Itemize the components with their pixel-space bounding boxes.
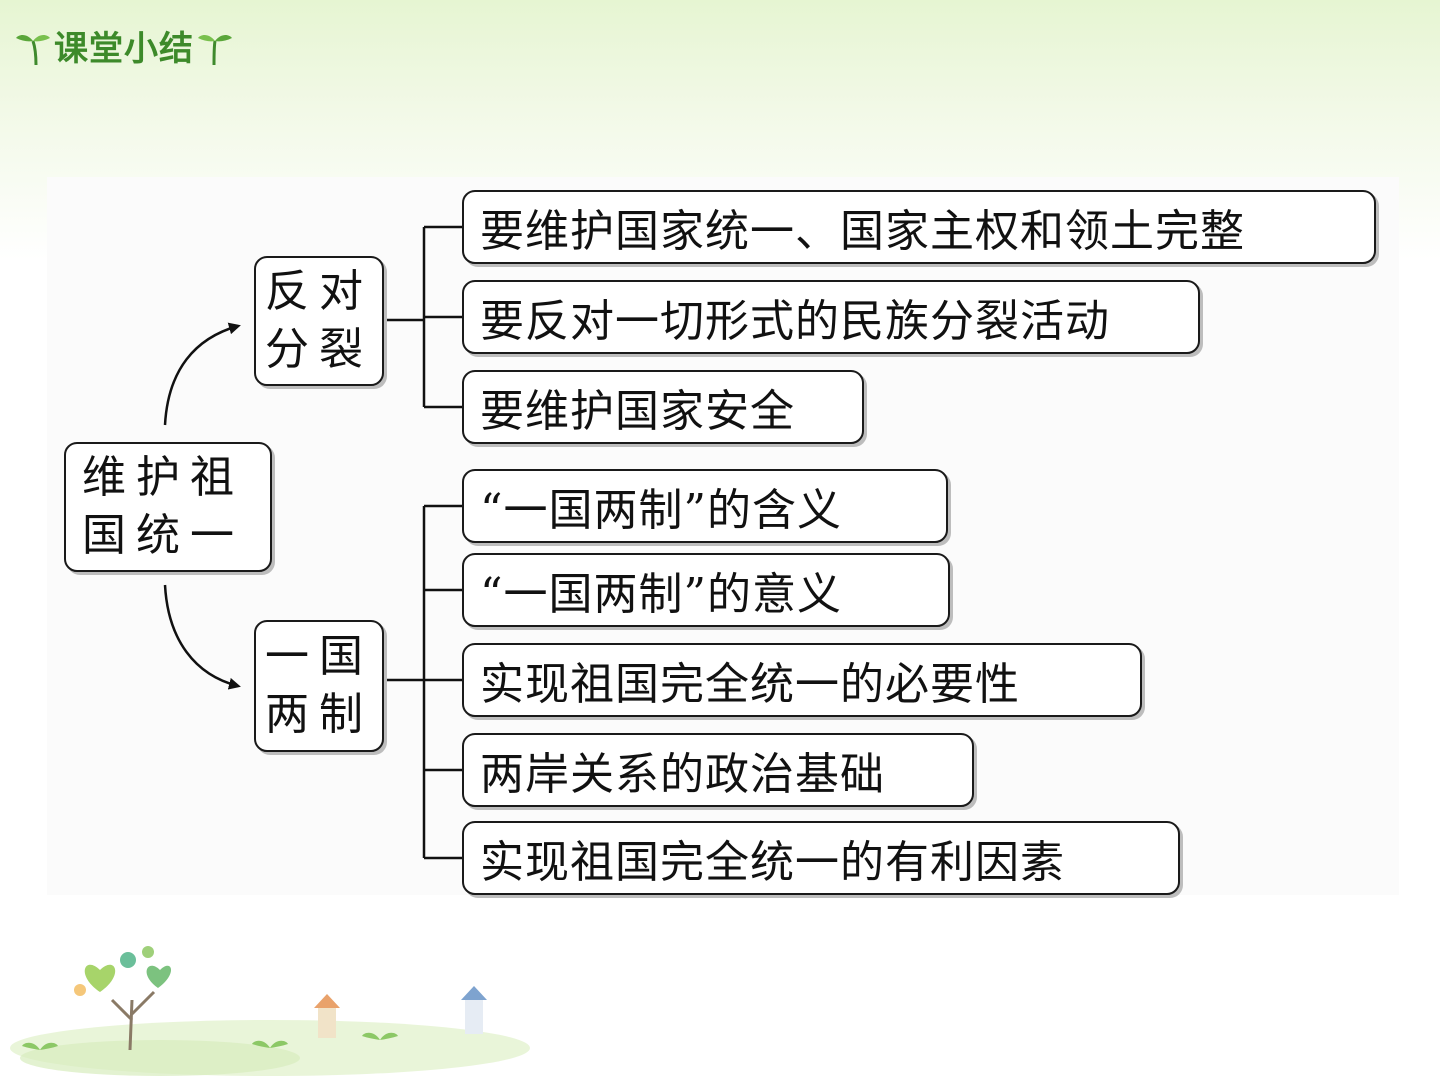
leaf-node: “一国两制”的意义 <box>462 553 950 627</box>
house-icon <box>314 986 487 1038</box>
branch-node-anti-separation: 反对 分裂 <box>254 256 384 386</box>
root-node: 维护祖 国统一 <box>64 442 272 572</box>
slide-title: 课堂小结 <box>54 29 194 69</box>
decorative-scenery <box>10 946 530 1076</box>
branch-node-one-country-two-systems: 一国 两制 <box>254 620 384 752</box>
leaf-node: 实现祖国完全统一的有利因素 <box>462 821 1180 895</box>
root-line-1: 维护祖 <box>82 452 244 503</box>
sprout-icon <box>16 34 50 66</box>
branch-line-2: 两制 <box>265 689 373 740</box>
leaf-node: 要维护国家安全 <box>462 370 864 444</box>
slide-header: 课堂小结 <box>14 26 234 72</box>
leaf-node: 要维护国家统一、国家主权和领土完整 <box>462 190 1376 264</box>
branch-line-1: 一国 <box>265 631 373 682</box>
sprout-icon <box>22 1032 398 1050</box>
tree-icon <box>74 946 172 1051</box>
leaf-node: 要反对一切形式的民族分裂活动 <box>462 280 1200 354</box>
branch-line-1: 反对 <box>265 266 373 317</box>
root-line-2: 国统一 <box>82 510 244 561</box>
leaf-node: “一国两制”的含义 <box>462 469 948 543</box>
sprout-icon <box>198 34 232 66</box>
leaf-node: 两岸关系的政治基础 <box>462 733 974 807</box>
branch-line-2: 分裂 <box>265 324 373 375</box>
leaf-node: 实现祖国完全统一的必要性 <box>462 643 1142 717</box>
